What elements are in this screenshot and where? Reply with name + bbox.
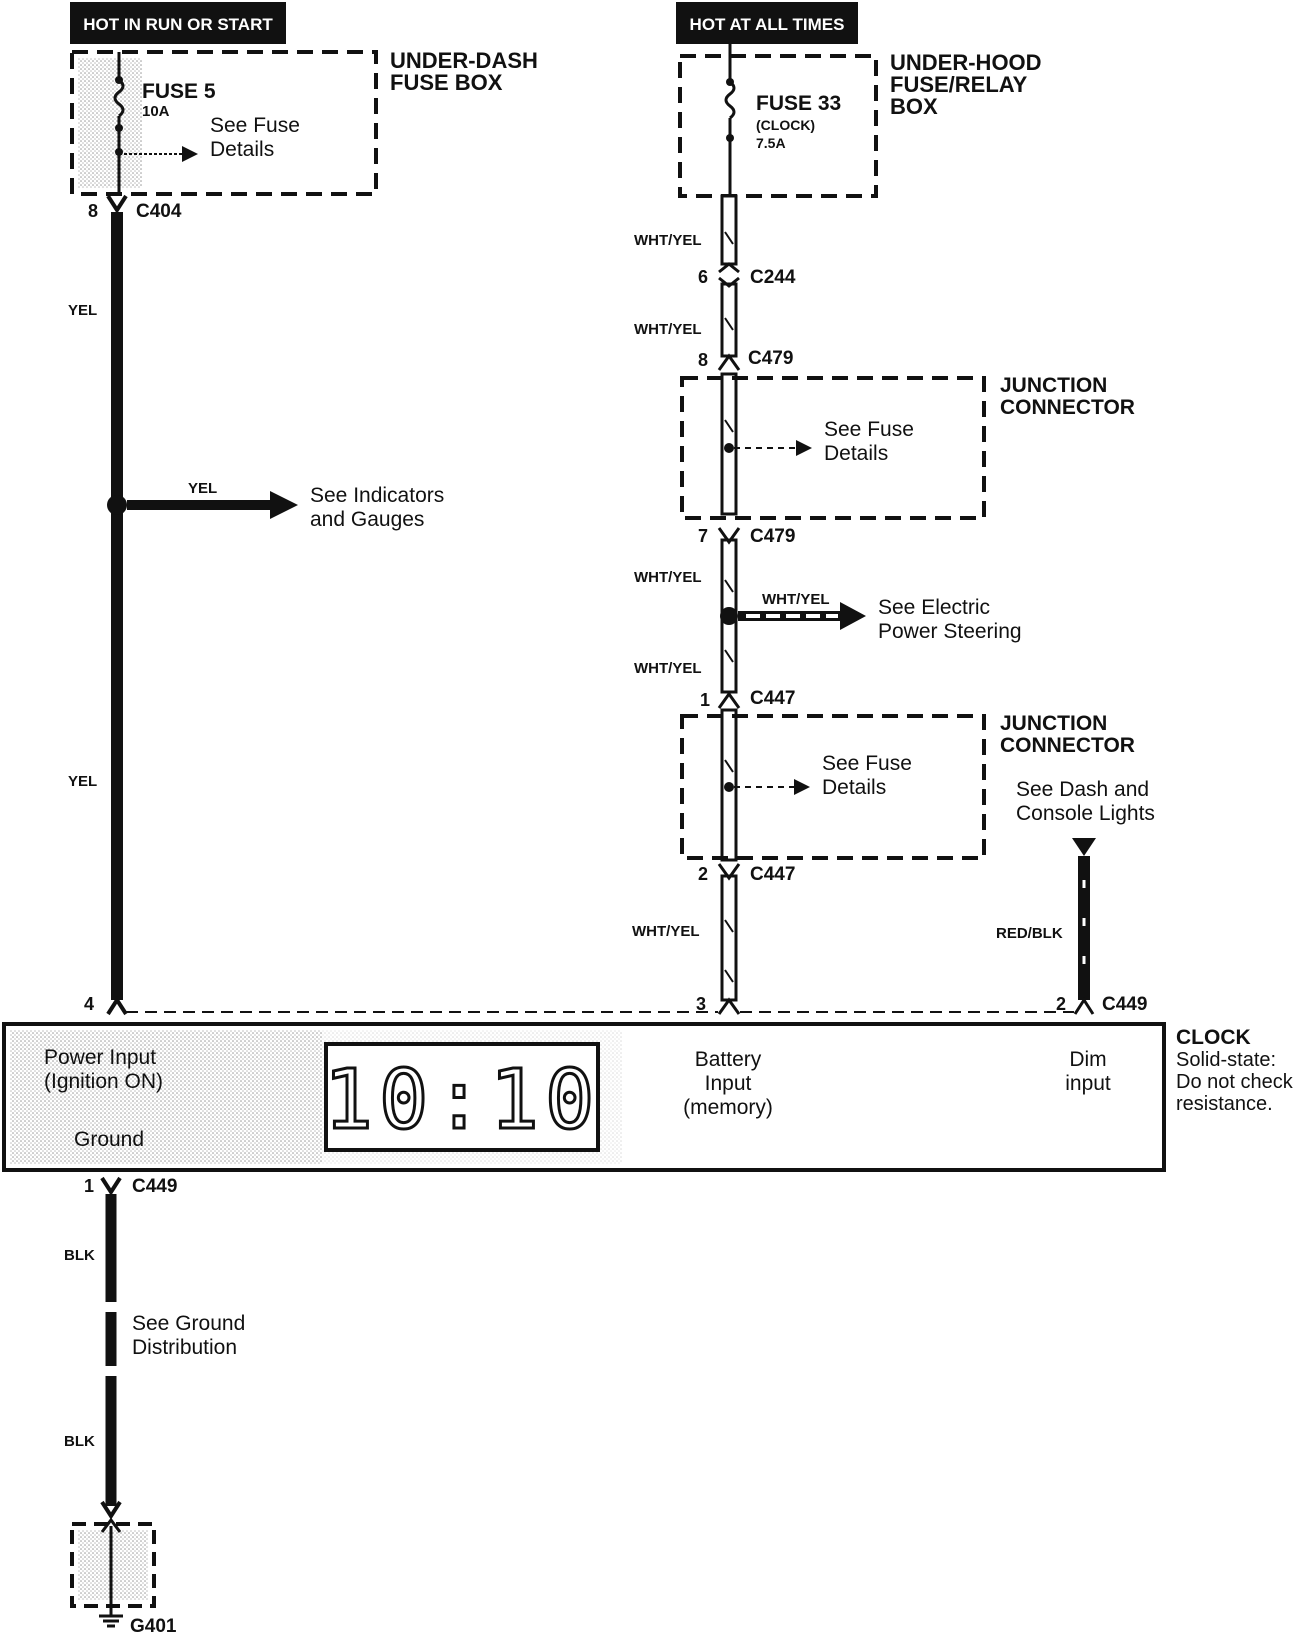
- wire-whtyel-3: WHT/YEL: [634, 569, 702, 586]
- c449-gnd-pin: 1: [84, 1176, 94, 1196]
- junction-connector-2: See Fuse Details JUNCTION CONNECTOR: [680, 712, 1135, 860]
- clock-battery-2: Input: [705, 1072, 752, 1095]
- junction2-ref-2: Details: [822, 776, 886, 799]
- c447b-pin: 2: [698, 864, 708, 884]
- clock-ground-label: Ground: [74, 1128, 144, 1151]
- ground-g401: G401: [70, 1500, 177, 1634]
- c479a-pin: 8: [698, 350, 708, 370]
- clock-pin-4: 4: [84, 994, 128, 1016]
- clock-dim-2: input: [1065, 1072, 1111, 1095]
- c479a-label: C479: [748, 348, 793, 369]
- fuse-33: FUSE 33 (CLOCK) 7.5A: [724, 44, 841, 196]
- junction2-title-2: CONNECTOR: [1000, 734, 1135, 757]
- eps-ref-2: Power Steering: [878, 620, 1022, 643]
- fuse33-name: FUSE 33: [756, 92, 841, 115]
- wire-yel-branch: YEL: [188, 480, 217, 497]
- connector-c447-in: 1 C447: [700, 688, 795, 710]
- wire-blk-2: BLK: [64, 1433, 95, 1450]
- clock-pin-3: 3: [696, 994, 741, 1015]
- wire-whtyel-2: WHT/YEL: [634, 321, 702, 338]
- fuse5-name: FUSE 5: [142, 80, 216, 103]
- fuse5-rating: 10A: [142, 103, 170, 120]
- wire-redblk: RED/BLK: [996, 925, 1063, 942]
- underhood-title-2: FUSE/RELAY: [890, 72, 1028, 97]
- underhood-title-3: BOX: [890, 94, 938, 119]
- c449-dim-pin: 2: [1056, 994, 1066, 1014]
- clock-dim-1: Dim: [1069, 1048, 1106, 1071]
- c404-pin: 8: [88, 201, 98, 221]
- fuse-5: FUSE 5 10A See Fuse Details: [113, 52, 300, 194]
- wire-yel-2: YEL: [68, 773, 97, 790]
- c244-pin: 6: [698, 267, 708, 287]
- junction1-ref-2: Details: [824, 442, 888, 465]
- wire-blk-1: BLK: [64, 1247, 95, 1264]
- fuse5-ref-2: Details: [210, 138, 274, 161]
- connector-c447-out: 2 C447: [698, 863, 795, 885]
- wire-yel-1: YEL: [68, 302, 97, 319]
- dash-lights-ref-1: See Dash and: [1016, 778, 1149, 801]
- c479b-pin: 7: [698, 526, 708, 546]
- clock-power-input-1: Power Input: [44, 1046, 156, 1069]
- clock-title-block: CLOCK Solid-state: Do not check resistan…: [1176, 1026, 1294, 1115]
- clock-battery-3: (memory): [683, 1096, 773, 1119]
- indicators-ref-2: and Gauges: [310, 508, 424, 531]
- underdash-title-1: UNDER-DASH: [390, 48, 538, 73]
- indicators-ref-1: See Indicators: [310, 484, 444, 507]
- junction2-title-1: JUNCTION: [1000, 712, 1107, 735]
- connector-c244: 6 C244: [698, 262, 796, 288]
- underhood-fuse-box: UNDER-HOOD FUSE/RELAY BOX: [678, 50, 1042, 198]
- underdash-title-2: FUSE BOX: [390, 70, 503, 95]
- connector-c449-ground: 1 C449: [84, 1176, 177, 1197]
- clock-component: Power Input (Ignition ON) Ground 10:10 B…: [2, 1022, 1166, 1172]
- eps-ref-1: See Electric: [878, 596, 990, 619]
- header-left: HOT IN RUN OR START: [70, 2, 286, 44]
- c447a-label: C447: [750, 688, 795, 709]
- junction-connector-1: See Fuse Details JUNCTION CONNECTOR: [680, 374, 1135, 520]
- underdash-fuse-box: UNDER-DASH FUSE BOX: [70, 48, 538, 196]
- c404-label: C404: [136, 201, 182, 222]
- clock-pin-batt: 3: [696, 994, 706, 1014]
- clock-note-3: resistance.: [1176, 1093, 1273, 1115]
- connector-c479-out: 7 C479: [698, 526, 795, 547]
- underhood-title-1: UNDER-HOOD: [890, 50, 1042, 75]
- clock-display: [324, 1042, 600, 1152]
- connector-c479-in: 8 C479: [698, 348, 793, 371]
- c449-gnd-label: C449: [132, 1176, 177, 1197]
- c479b-label: C479: [750, 526, 795, 547]
- fuse33-sub: (CLOCK): [756, 117, 815, 133]
- junction1-title-1: JUNCTION: [1000, 374, 1107, 397]
- splice-eps: WHT/YEL See Electric Power Steering: [720, 591, 1022, 643]
- splice-indicators: YEL See Indicators and Gauges: [107, 480, 444, 531]
- g401-label: G401: [130, 1616, 177, 1634]
- header-left-text: HOT IN RUN OR START: [83, 15, 273, 34]
- clock-display-digits: 10:10: [324, 1053, 601, 1148]
- clock-note-1: Solid-state:: [1176, 1049, 1276, 1071]
- ground-dist-ref-1: See Ground: [132, 1312, 245, 1335]
- clock-pin-power: 4: [84, 994, 94, 1014]
- wire-whtyel-4: WHT/YEL: [634, 660, 702, 677]
- wire-whtyel-5: WHT/YEL: [632, 923, 700, 940]
- junction2-ref-1: See Fuse: [822, 752, 912, 775]
- clock-power-input-2: (Ignition ON): [44, 1070, 163, 1093]
- c244-label: C244: [750, 267, 796, 288]
- clock-title: CLOCK: [1176, 1026, 1251, 1049]
- clock-note-2: Do not check: [1176, 1071, 1294, 1093]
- junction1-ref-1: See Fuse: [824, 418, 914, 441]
- c447a-pin: 1: [700, 690, 710, 710]
- connector-c404: 8 C404: [88, 194, 182, 222]
- header-right: HOT AT ALL TIMES: [676, 2, 858, 44]
- fuse33-rating: 7.5A: [756, 135, 786, 151]
- ground-dist-ref-2: Distribution: [132, 1336, 237, 1359]
- dim-input-source: See Dash and Console Lights RED/BLK 2 C4…: [996, 778, 1155, 1015]
- fuse5-ref-1: See Fuse: [210, 114, 300, 137]
- clock-battery-1: Battery: [695, 1048, 762, 1071]
- c449-dim-label: C449: [1102, 994, 1147, 1015]
- dash-lights-ref-2: Console Lights: [1016, 802, 1155, 825]
- wire-whtyel-branch: WHT/YEL: [762, 591, 830, 608]
- c447b-label: C447: [750, 864, 795, 885]
- wire-whtyel-1: WHT/YEL: [634, 232, 702, 249]
- junction1-title-2: CONNECTOR: [1000, 396, 1135, 419]
- header-right-text: HOT AT ALL TIMES: [690, 15, 845, 34]
